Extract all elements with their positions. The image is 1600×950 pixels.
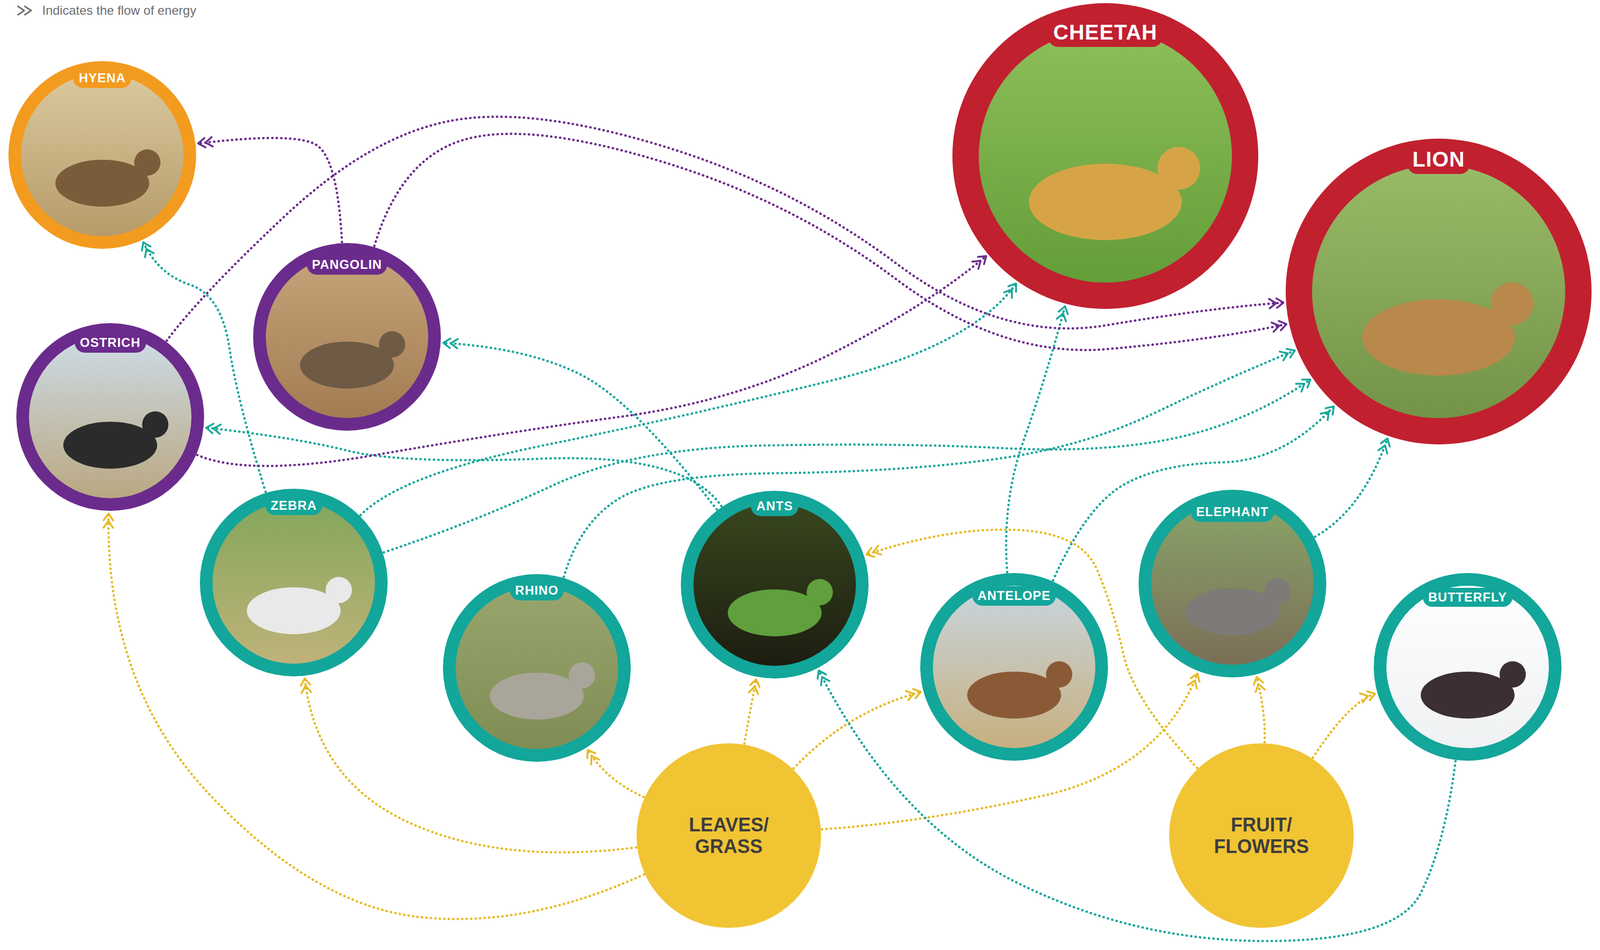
animal-head xyxy=(1499,661,1527,688)
food-label: FRUIT/ FLOWERS xyxy=(1192,814,1330,859)
animal-head xyxy=(134,149,161,176)
energy-arrow xyxy=(442,342,717,510)
node-shape xyxy=(1285,138,1592,445)
photo-ground xyxy=(1285,138,1592,445)
energy-arrow xyxy=(197,138,343,243)
animal-name-label: BUTTERFLY xyxy=(1422,588,1512,608)
animal-circle: BUTTERFLY xyxy=(1373,573,1562,761)
photo-ground xyxy=(16,323,205,512)
animal-circle: PANGOLIN xyxy=(253,243,441,431)
ring xyxy=(952,3,1259,310)
photo-ground xyxy=(442,574,631,763)
animal-name-label: ANTELOPE xyxy=(972,586,1057,606)
energy-arrow xyxy=(793,691,922,769)
animal-head xyxy=(142,411,169,438)
ring xyxy=(253,243,441,431)
animal-photo xyxy=(253,243,441,431)
animal-head xyxy=(1264,577,1291,605)
legend-arrow-symbol xyxy=(15,4,37,17)
animal-name-label: ANTS xyxy=(750,496,798,517)
animal-photo xyxy=(442,574,631,763)
ring xyxy=(199,488,388,677)
animal-circle: ELEPHANT xyxy=(1138,489,1327,678)
animal-name-label: HYENA xyxy=(73,68,131,89)
food-label: LEAVES/ GRASS xyxy=(660,814,798,859)
food-circle xyxy=(1169,743,1354,929)
animal-head xyxy=(569,662,596,689)
energy-arrow xyxy=(744,679,757,745)
legend: Indicates the flow of energy xyxy=(15,3,197,18)
energy-arrow xyxy=(360,283,1017,516)
animal-name-label: LION xyxy=(1406,144,1471,175)
animal-name-label: CHEETAH xyxy=(1047,17,1163,47)
photo-ground xyxy=(952,3,1259,310)
energy-arrow xyxy=(818,670,1456,942)
node-shape xyxy=(680,490,869,679)
animal-photo xyxy=(680,490,869,679)
animal-head xyxy=(1490,282,1534,326)
photo-ground xyxy=(253,243,441,431)
animal-circle: OSTRICH xyxy=(16,323,205,512)
energy-arrow xyxy=(1315,438,1389,538)
food-circle xyxy=(636,743,822,929)
energy-arrow xyxy=(587,749,644,798)
animal-photo xyxy=(8,61,197,249)
animal-circle: HYENA xyxy=(8,61,197,249)
photo-ground xyxy=(8,61,197,249)
legend-chevron xyxy=(17,6,32,15)
animal-head xyxy=(1046,661,1073,688)
food-text-block: FRUIT/ FLOWERS xyxy=(1192,814,1330,859)
animal-photo xyxy=(1373,573,1562,761)
animal-circle: CHEETAH xyxy=(952,3,1259,310)
node-shape xyxy=(952,3,1259,310)
animal-name-label: OSTRICH xyxy=(74,333,147,353)
animal-name-label: RHINO xyxy=(509,581,564,601)
photo-ground xyxy=(1373,573,1562,761)
animal-photo xyxy=(1285,138,1592,445)
legend-text: Indicates the flow of energy xyxy=(42,3,197,18)
photo-ground xyxy=(199,488,388,677)
food-text-block: LEAVES/ GRASS xyxy=(660,814,798,859)
animal-head xyxy=(806,579,834,606)
food-source-circle: FRUIT/ FLOWERS xyxy=(1169,743,1354,929)
energy-arrow xyxy=(1256,676,1266,743)
animal-circle: LION xyxy=(1285,138,1592,445)
photo-ground xyxy=(920,573,1108,761)
animal-photo xyxy=(16,323,205,512)
photo-ground xyxy=(1138,489,1327,678)
animal-name-label: ELEPHANT xyxy=(1190,502,1274,523)
ring xyxy=(920,573,1108,761)
ring xyxy=(680,490,869,679)
ring xyxy=(8,61,197,249)
animal-photo xyxy=(199,488,388,677)
photo-ground xyxy=(680,490,869,679)
animal-circle: ANTELOPE xyxy=(920,573,1108,761)
animal-head xyxy=(1157,147,1201,190)
animal-photo xyxy=(1138,489,1327,678)
animal-circle: RHINO xyxy=(442,574,631,763)
food-source-circle: LEAVES/ GRASS xyxy=(636,743,822,929)
animal-name-label: PANGOLIN xyxy=(306,255,388,275)
animal-circle: ANTS xyxy=(680,490,869,679)
animal-head xyxy=(325,576,353,604)
animal-photo xyxy=(952,3,1259,310)
ring xyxy=(1138,489,1327,678)
node-shape xyxy=(199,488,388,677)
ring xyxy=(442,574,631,763)
ring xyxy=(16,323,205,512)
animal-circle: ZEBRA xyxy=(199,488,388,677)
animal-photo xyxy=(920,573,1108,761)
node-shape xyxy=(8,61,197,249)
ring xyxy=(1373,573,1562,761)
animal-name-label: ZEBRA xyxy=(265,496,323,516)
energy-arrow xyxy=(1312,694,1376,758)
animal-head xyxy=(379,331,406,358)
node-shape xyxy=(442,574,631,763)
ring xyxy=(1285,138,1592,445)
